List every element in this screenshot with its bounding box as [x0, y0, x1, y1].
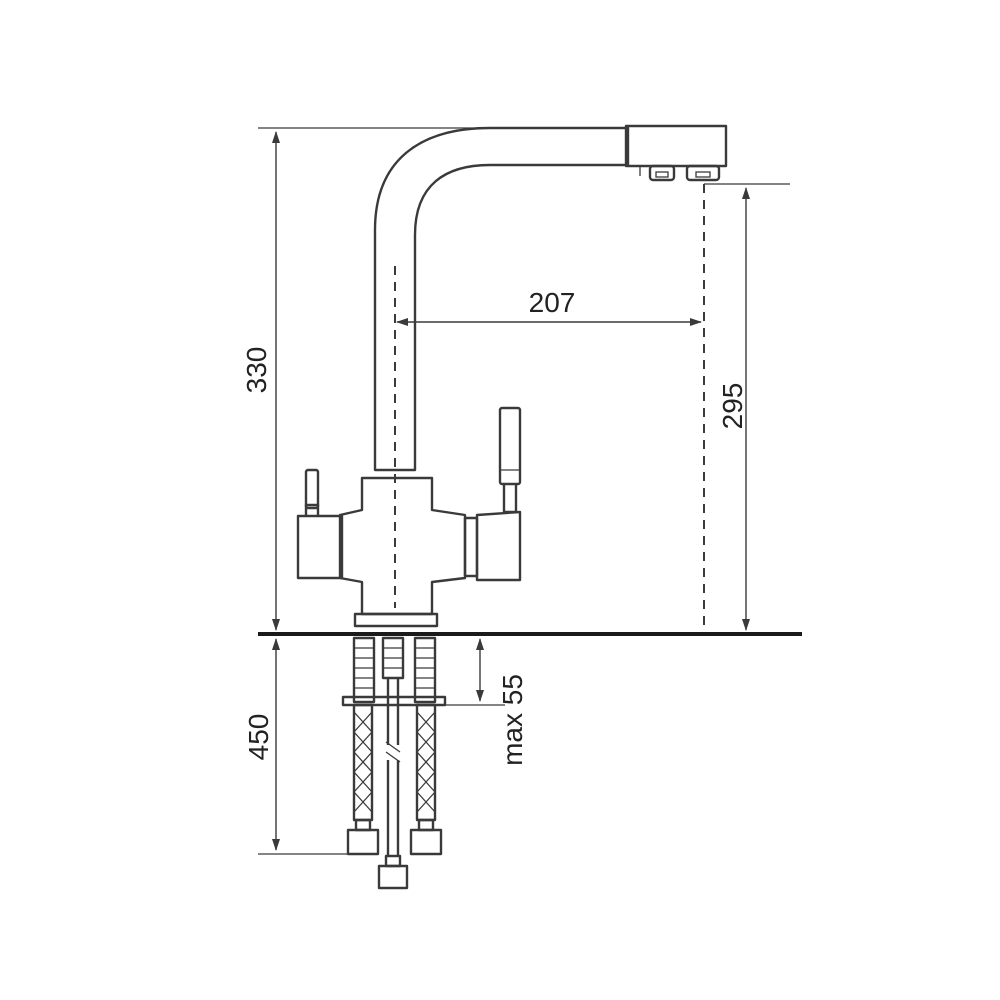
faucet-body: [338, 476, 467, 628]
supply-hoses: [341, 636, 447, 890]
dimension-total-height: 330: [241, 127, 626, 631]
dimension-spout-reach: 207: [396, 287, 702, 326]
spout: [373, 124, 728, 472]
spout-reach-label: 207: [529, 287, 576, 318]
dimension-hose-length: 450: [243, 638, 348, 855]
max-thickness-label: max 55: [497, 674, 528, 766]
left-handle: [296, 468, 344, 580]
dimension-spout-height: 295: [717, 187, 750, 631]
dimension-max-thickness: max 55: [445, 638, 528, 766]
hose-length-label: 450: [243, 714, 274, 761]
right-handle: [463, 406, 522, 582]
total-height-label: 330: [241, 347, 272, 394]
spout-height-label: 295: [717, 383, 748, 430]
